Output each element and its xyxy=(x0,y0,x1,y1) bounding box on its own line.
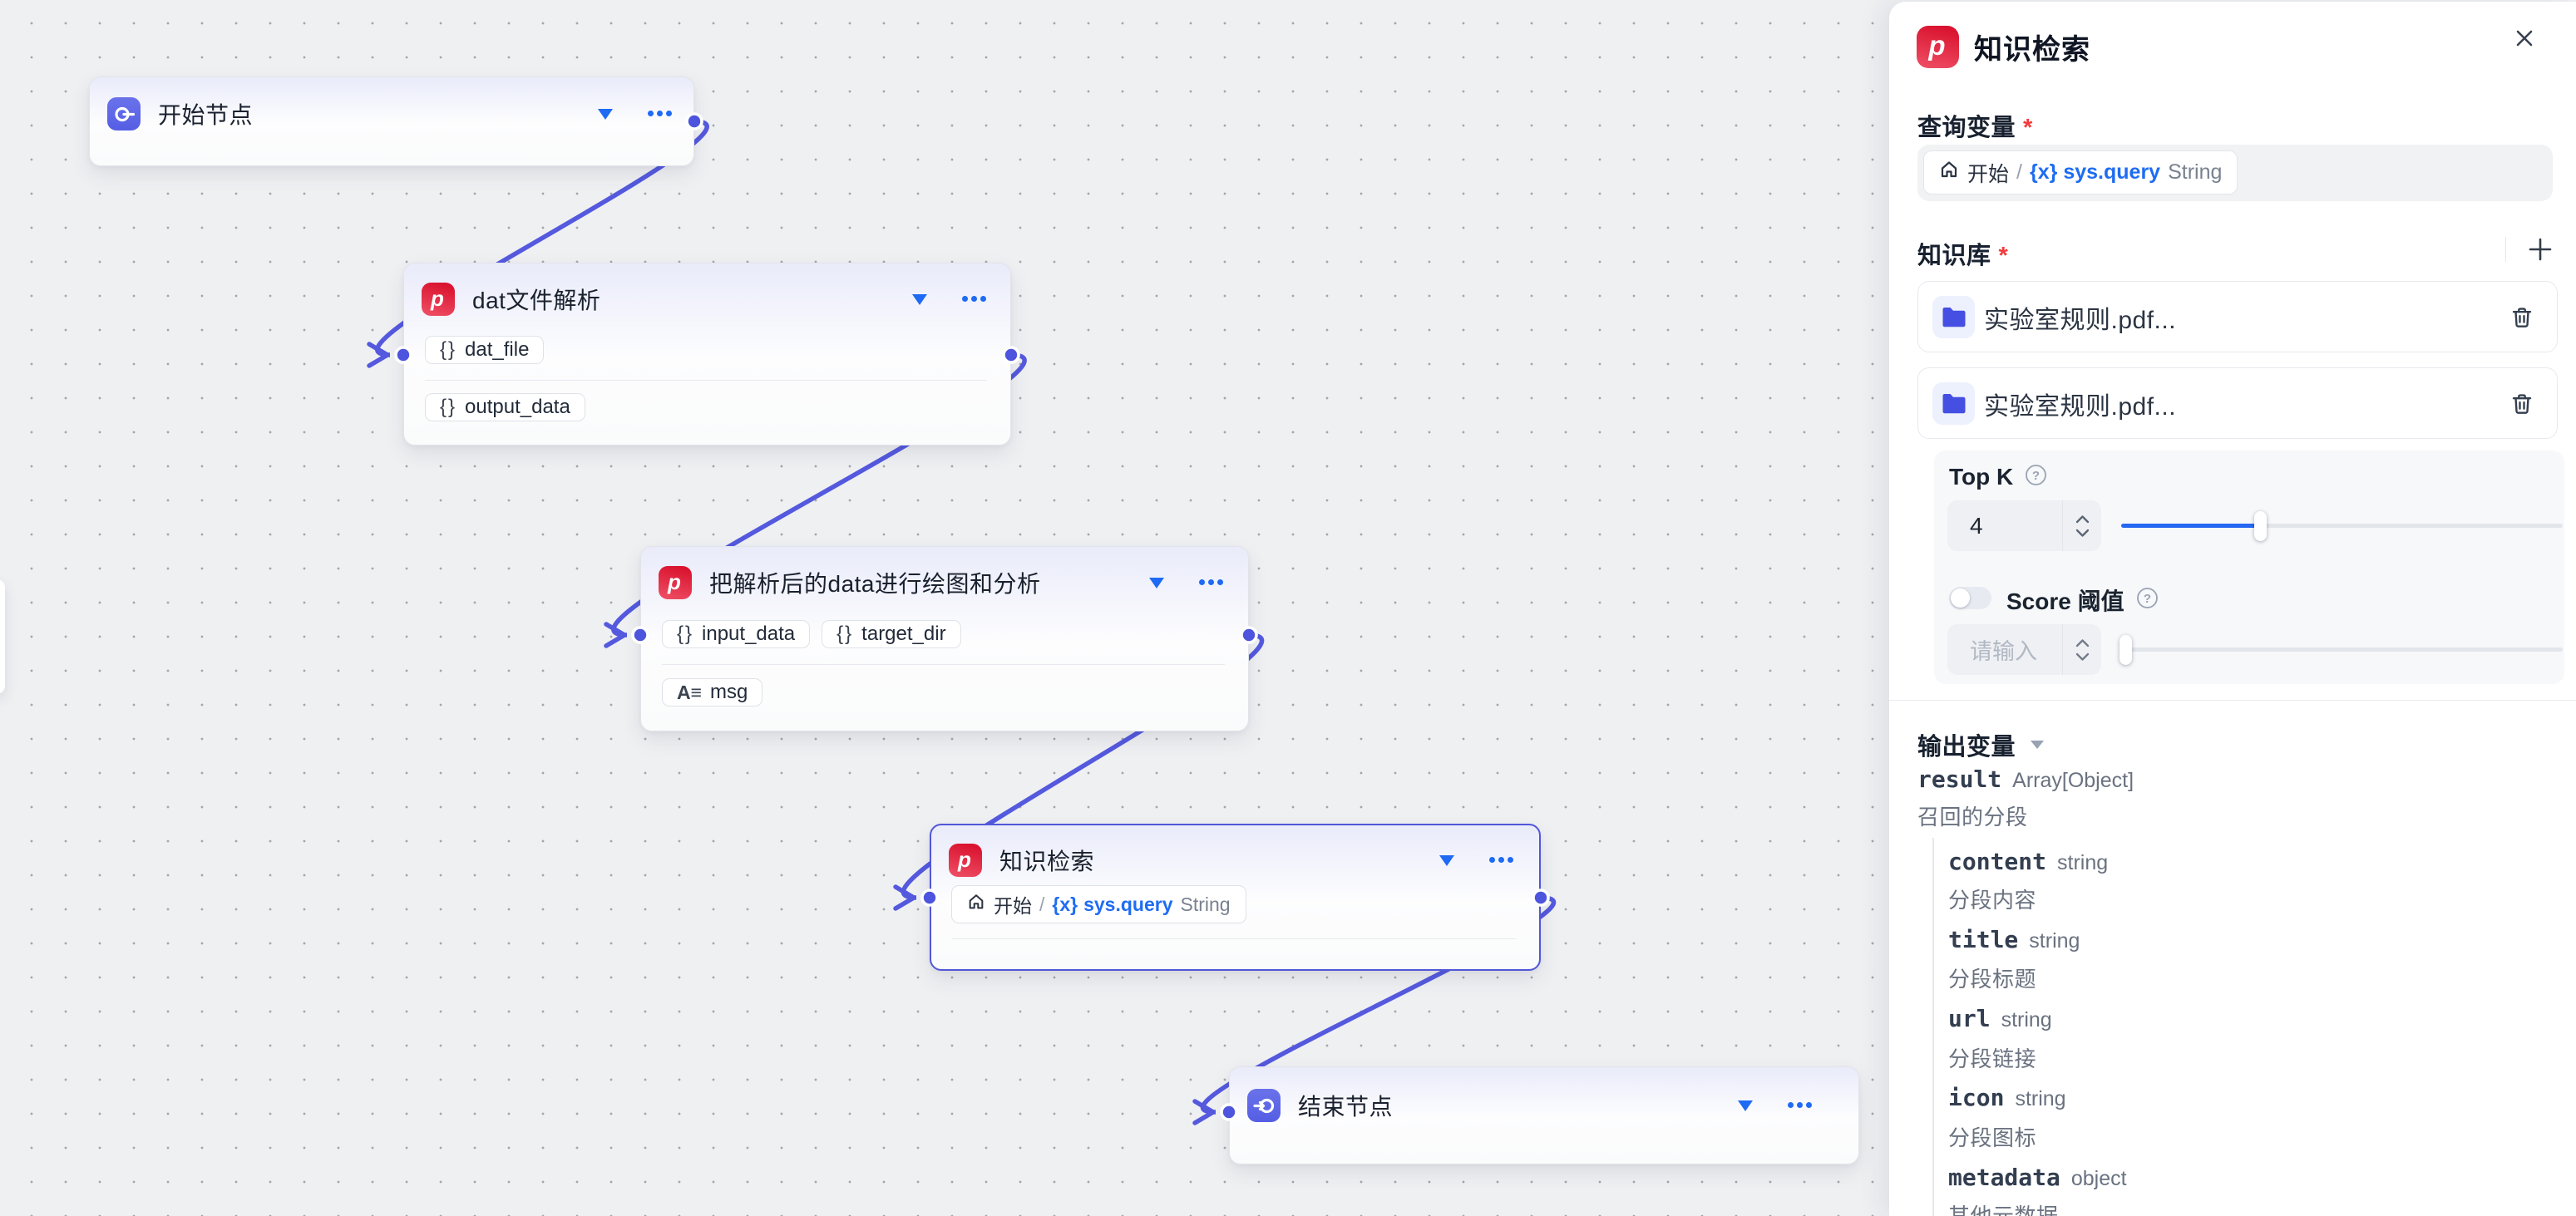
top-k-input[interactable]: 4 xyxy=(1947,500,2101,551)
slider-thumb[interactable] xyxy=(2120,635,2133,665)
score-threshold-placeholder: 请输入 xyxy=(1970,639,2037,664)
home-icon xyxy=(1939,160,1959,185)
score-threshold-toggle[interactable] xyxy=(1949,587,1991,609)
node-title: 知识检索 xyxy=(999,849,1095,874)
knowledge-base-label: 知识库* xyxy=(1917,243,2009,269)
divider xyxy=(1889,700,2576,701)
knowledge-base-item[interactable]: 实验室规则.pdf... xyxy=(1917,281,2558,352)
top-k-slider[interactable] xyxy=(2121,500,2563,551)
query-variable-input[interactable]: 开始 / {x} sys.query String xyxy=(1917,145,2553,201)
input-chip[interactable]: {}input_data xyxy=(662,620,811,648)
plus-icon[interactable] xyxy=(2526,235,2554,263)
trash-icon[interactable] xyxy=(2509,305,2534,334)
score-threshold-label: Score 阈值 xyxy=(2006,588,2124,614)
retrieval-settings-card: Top K ? 4 Score 阈值 ? 请输入 xyxy=(1934,450,2564,684)
score-threshold-slider[interactable] xyxy=(2120,624,2563,675)
chevron-down-icon[interactable] xyxy=(1439,855,1454,866)
trash-icon[interactable] xyxy=(2509,391,2534,421)
top-k-value: 4 xyxy=(1970,512,1983,539)
folder-icon xyxy=(1932,296,1975,338)
chevron-down-icon[interactable] xyxy=(1738,1100,1753,1111)
output-var-desc: 分段图标 xyxy=(1948,1125,2037,1150)
node-title: 开始节点 xyxy=(158,102,254,128)
output-var-desc: 分段链接 xyxy=(1948,1046,2037,1071)
close-icon[interactable] xyxy=(2509,23,2539,53)
svg-text:?: ? xyxy=(2032,469,2040,483)
folder-icon xyxy=(1932,382,1975,425)
end-icon xyxy=(1247,1089,1281,1122)
more-menu-icon[interactable] xyxy=(648,111,672,116)
divider xyxy=(2504,237,2506,262)
chevron-down-icon[interactable] xyxy=(598,109,613,120)
edge-arrowhead xyxy=(367,342,390,368)
output-var-desc: 召回的分段 xyxy=(1917,805,2028,830)
svg-text:?: ? xyxy=(2144,592,2151,606)
output-var-desc: 其他元数据 xyxy=(1948,1204,2059,1216)
start-icon xyxy=(107,97,141,130)
node-title: 把解析后的data进行绘图和分析 xyxy=(709,571,1041,597)
node-title: 结束节点 xyxy=(1298,1094,1394,1120)
kb-file-name: 实验室规则.pdf... xyxy=(1984,393,2177,421)
node-title: dat文件解析 xyxy=(472,288,601,313)
node-dat-parse[interactable]: p dat文件解析 {}dat_file {}output_data xyxy=(403,263,1011,446)
output-var-desc: 分段内容 xyxy=(1948,888,2037,913)
p-logo-icon: p xyxy=(659,566,692,599)
output-var-field: icon string xyxy=(1948,1084,2066,1111)
chevron-down-icon[interactable] xyxy=(2031,741,2045,749)
p-logo-icon: p xyxy=(1917,25,1959,68)
edge-arrowhead xyxy=(1192,1099,1216,1125)
more-menu-icon[interactable] xyxy=(1489,857,1513,863)
help-icon[interactable]: ? xyxy=(2025,464,2047,490)
output-variables-label: 输出变量 xyxy=(1917,734,2016,761)
output-var-field: content string xyxy=(1948,848,2109,875)
output-chip[interactable]: A≡msg xyxy=(662,678,763,706)
nesting-line xyxy=(1932,838,1934,1216)
stepper[interactable] xyxy=(2062,624,2101,675)
edge-arrowhead xyxy=(893,884,916,911)
p-logo-icon: p xyxy=(422,283,455,316)
kb-file-name: 实验室规则.pdf... xyxy=(1984,307,2177,334)
input-chip[interactable]: {}target_dir xyxy=(822,620,961,648)
output-chip[interactable]: {}output_data xyxy=(425,393,585,421)
node-kb-retrieval[interactable]: p 知识检索 开始 / {x} sys.query String xyxy=(930,824,1541,971)
output-var-field: metadata object xyxy=(1948,1164,2127,1191)
p-logo-icon: p xyxy=(949,844,982,877)
node-start[interactable]: 开始节点 xyxy=(89,76,694,166)
query-variable-chip[interactable]: 开始 / {x} sys.query String xyxy=(951,885,1246,923)
node-end[interactable]: 结束节点 xyxy=(1229,1066,1859,1164)
knowledge-base-item[interactable]: 实验室规则.pdf... xyxy=(1917,367,2558,439)
panel-title: 知识检索 xyxy=(1974,33,2090,66)
text-icon: A≡ xyxy=(677,681,703,703)
top-k-label: Top K xyxy=(1949,464,2014,490)
stepper[interactable] xyxy=(2062,500,2101,551)
more-menu-icon[interactable] xyxy=(1199,579,1223,585)
query-variable-chip[interactable]: 开始 / {x} sys.query String xyxy=(1923,150,2238,194)
more-menu-icon[interactable] xyxy=(1788,1102,1812,1108)
help-icon[interactable]: ? xyxy=(2136,587,2159,613)
offscreen-node-sliver xyxy=(0,579,5,694)
properties-panel: p 知识检索 查询变量* 开始 / {x} sys.query String 知… xyxy=(1889,2,2576,1216)
score-threshold-input[interactable]: 请输入 xyxy=(1947,624,2101,675)
node-plot-analyze[interactable]: p 把解析后的data进行绘图和分析 {}input_data {}target… xyxy=(640,546,1249,731)
output-var-desc: 分段标题 xyxy=(1948,967,2037,992)
query-variable-label: 查询变量* xyxy=(1917,115,2033,141)
input-chip[interactable]: {}dat_file xyxy=(425,336,545,364)
output-var-result: result Array[Object] xyxy=(1917,766,2134,793)
chevron-down-icon[interactable] xyxy=(912,294,927,305)
output-var-field: url string xyxy=(1948,1005,2052,1032)
home-icon xyxy=(967,893,985,916)
slider-thumb[interactable] xyxy=(2254,511,2268,541)
output-var-field: title string xyxy=(1948,926,2080,953)
chevron-down-icon[interactable] xyxy=(1149,578,1164,588)
edge-arrowhead xyxy=(604,622,627,648)
more-menu-icon[interactable] xyxy=(962,296,986,302)
